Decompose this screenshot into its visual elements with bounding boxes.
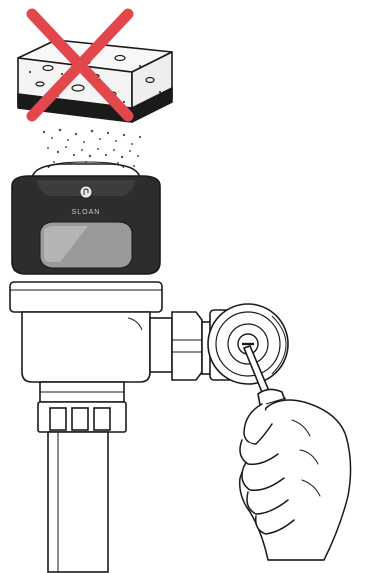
brand-label: SLOAN: [72, 209, 101, 216]
control-stop: [172, 304, 288, 384]
valve-body: [10, 282, 172, 572]
hand-icon: [240, 400, 351, 560]
sensor-head: SLOAN: [12, 162, 160, 274]
sensor-icon: [80, 186, 92, 198]
